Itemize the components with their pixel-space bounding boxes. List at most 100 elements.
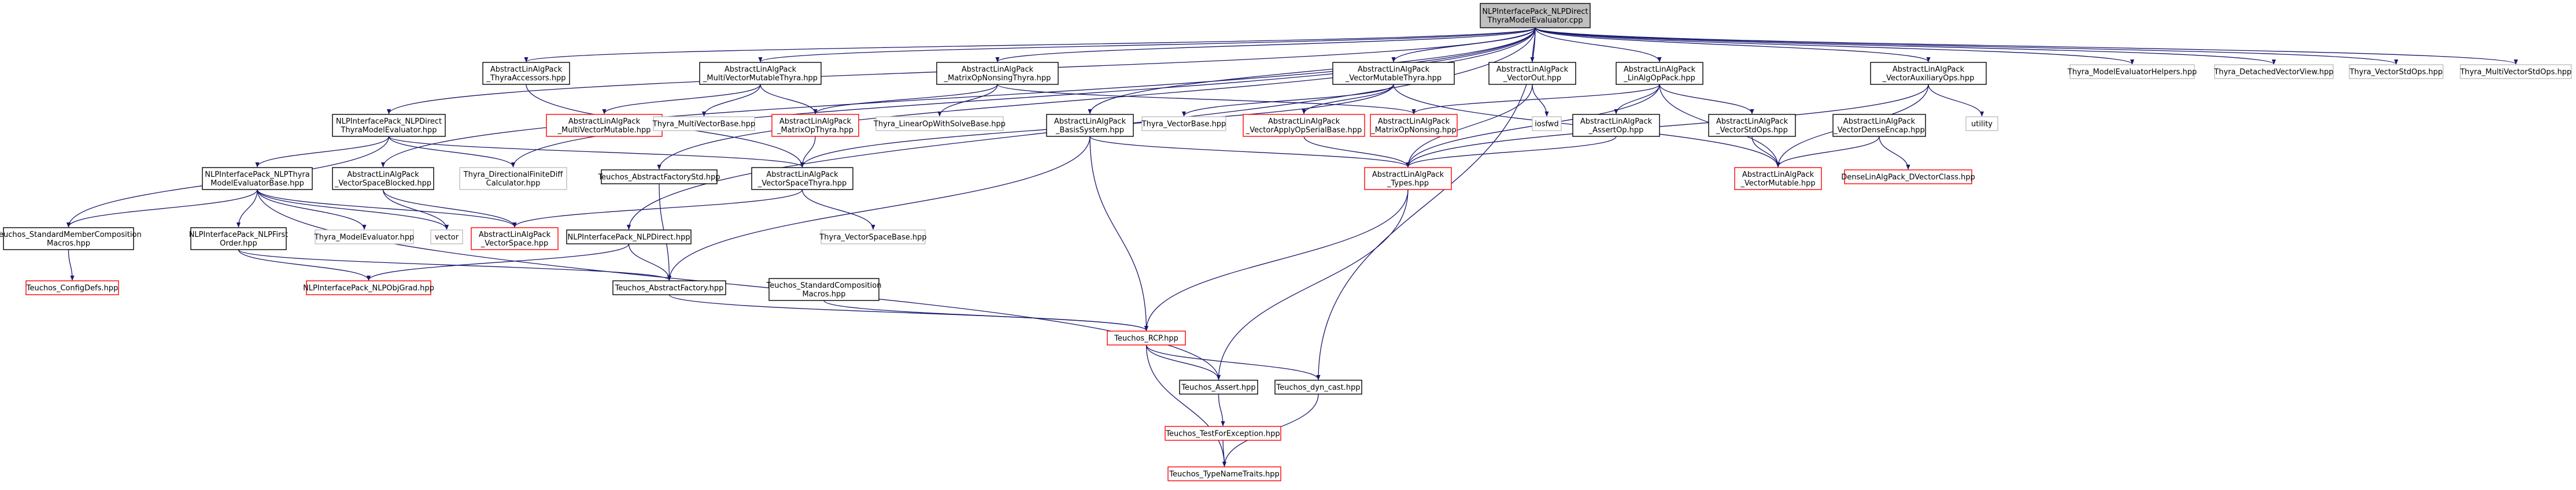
- node-label: AbstractLinAlgPack: [1742, 170, 1814, 179]
- node-label: _VectorMutable.hpp: [1740, 179, 1815, 188]
- node-label: Teuchos_AbstractFactory.hpp: [615, 284, 724, 293]
- graph-node-linAlgOpPack[interactable]: AbstractLinAlgPack_LinAlgOpPack.hpp: [1616, 62, 1703, 85]
- graph-node-nlpThyraMEB[interactable]: NLPInterfacePack_NLPThyraModelEvaluatorB…: [202, 167, 313, 190]
- graph-node-mvMutable[interactable]: AbstractLinAlgPack_MultiVectorMutable.hp…: [546, 114, 663, 137]
- node-label: _LinAlgOpPack.hpp: [1623, 74, 1695, 83]
- graph-node-assertOp[interactable]: AbstractLinAlgPack_AssertOp.hpp: [1572, 114, 1660, 137]
- graph-node-typeNameTraits[interactable]: Teuchos_TypeNameTraits.hpp: [1167, 466, 1281, 481]
- graph-node-mopThyra[interactable]: AbstractLinAlgPack_MatrixOpNonsingThyra.…: [936, 62, 1059, 85]
- node-label: DenseLinAlgPack_DVectorClass.hpp: [1841, 173, 1975, 182]
- graph-node-absFactStd[interactable]: Teuchos_AbstractFactoryStd.hpp: [597, 169, 720, 184]
- graph-node-dvClass[interactable]: DenseLinAlgPack_DVectorClass.hpp: [1841, 169, 1975, 184]
- node-label: Thyra_MultiVectorBase.hpp: [652, 120, 755, 129]
- node-label: ThyraModelEvaluator.hpp: [341, 126, 437, 135]
- dependency-edge: [813, 84, 998, 114]
- graph-node-alTypes[interactable]: AbstractLinAlgPack_Types.hpp: [1364, 167, 1452, 190]
- node-label: AbstractLinAlgPack: [568, 117, 641, 126]
- node-box: [751, 167, 853, 190]
- graph-node-vsThyra[interactable]: AbstractLinAlgPack_VectorSpaceThyra.hpp: [751, 167, 853, 190]
- graph-node-vectorSpace[interactable]: AbstractLinAlgPack_VectorSpace.hpp: [471, 227, 559, 250]
- graph-node-stdMemberComp[interactable]: Teuchos_StandardMemberCompositionMacros.…: [0, 227, 142, 250]
- node-box: [202, 167, 313, 190]
- dependency-edge: [1303, 136, 1410, 168]
- node-label: _MatrixOpNonsingThyra.hpp: [944, 74, 1051, 83]
- node-label: Teuchos_dyn_cast.hpp: [1276, 384, 1360, 392]
- graph-node-mvmThyra[interactable]: AbstractLinAlgPack_MultiVectorMutableThy…: [699, 62, 822, 85]
- graph-node-matOpNonsing[interactable]: AbstractLinAlgPack_MatrixOpNonsing.hpp: [1370, 114, 1458, 137]
- node-label: _VectorApplyOpSerialBase.hpp: [1246, 126, 1362, 135]
- node-label: _VectorAuxiliaryOps.hpp: [1882, 74, 1975, 83]
- node-label: NLPInterfacePack_NLPDirect: [1482, 8, 1588, 16]
- graph-node-assert[interactable]: Teuchos_Assert.hpp: [1179, 380, 1258, 395]
- graph-node-vectorOut[interactable]: AbstractLinAlgPack_VectorOut.hpp: [1488, 62, 1576, 85]
- dependency-edge: [1145, 344, 1221, 380]
- graph-node-nlpDirect[interactable]: NLPInterfacePack_NLPDirect.hpp: [566, 229, 692, 244]
- graph-node-vectorMutable[interactable]: AbstractLinAlgPack_VectorMutable.hpp: [1734, 167, 1822, 190]
- node-label: Macros.hpp: [47, 239, 90, 248]
- node-box: [2460, 64, 2572, 79]
- dependency-edge: [1406, 84, 1929, 168]
- graph-node-basisSystem[interactable]: AbstractLinAlgPack_BasisSystem.hpp: [1046, 114, 1134, 137]
- graph-node-dynCast[interactable]: Teuchos_dyn_cast.hpp: [1274, 380, 1362, 395]
- node-label: AbstractLinAlgPack: [1268, 117, 1340, 126]
- dependency-edge: [238, 249, 671, 281]
- node-box: [1046, 114, 1134, 137]
- node-label: Thyra_VectorSpaceBase.hpp: [819, 233, 926, 242]
- graph-node-vsBlocked[interactable]: AbstractLinAlgPack_VectorSpaceBlocked.hp…: [332, 167, 434, 190]
- node-label: Teuchos_RCP.hpp: [1114, 335, 1178, 343]
- graph-node-configDefs[interactable]: Teuchos_ConfigDefs.hpp: [25, 280, 119, 295]
- graph-node-rcp[interactable]: Teuchos_RCP.hpp: [1107, 331, 1186, 346]
- graph-node-root[interactable]: NLPInterfacePack_NLPDirectThyraModelEval…: [1480, 3, 1591, 28]
- graph-node-detachedView: Thyra_DetachedVectorView.hpp: [2213, 64, 2334, 79]
- node-label: NLPInterfacePack_NLPObjGrad.hpp: [303, 284, 434, 293]
- node-label: _VectorDenseEncap.hpp: [1833, 126, 1925, 135]
- node-box: [2349, 64, 2444, 79]
- node-label: NLPInterfacePack_NLPFirst: [189, 231, 289, 239]
- graph-node-vecApplyOp[interactable]: AbstractLinAlgPack_VectorApplyOpSerialBa…: [1243, 114, 1365, 137]
- dependency-edge: [1614, 84, 1660, 114]
- node-label: Teuchos_StandardMemberComposition: [0, 231, 142, 239]
- dependency-edge: [1535, 27, 2398, 65]
- graph-node-utility: utility: [1965, 116, 1998, 131]
- graph-node-vmThyra[interactable]: AbstractLinAlgPack_VectorMutableThyra.hp…: [1332, 62, 1455, 85]
- dependency-edge: [257, 189, 517, 228]
- dependency-edge: [511, 27, 1536, 168]
- node-label: iosfwd: [1535, 120, 1559, 129]
- node-box: [1107, 331, 1186, 346]
- dependency-edge: [1316, 27, 1536, 380]
- dependency-edge: [1089, 136, 1410, 168]
- node-label: AbstractLinAlgPack: [1378, 117, 1450, 126]
- graph-node-testForExc[interactable]: Teuchos_TestForException.hpp: [1165, 426, 1281, 441]
- graph-node-vecDenseEncap[interactable]: AbstractLinAlgPack_VectorDenseEncap.hpp: [1832, 114, 1926, 137]
- node-box: [1708, 114, 1796, 137]
- graph-node-vecStdOpsAL[interactable]: AbstractLinAlgPack_VectorStdOps.hpp: [1708, 114, 1796, 137]
- dependency-edge: [1535, 27, 2518, 65]
- graph-node-meHelpers: Thyra_ModelEvaluatorHelpers.hpp: [2067, 64, 2197, 79]
- node-label: AbstractLinAlgPack: [779, 117, 852, 126]
- node-label: AbstractLinAlgPack: [1372, 170, 1444, 179]
- graph-node-matOpThyra[interactable]: AbstractLinAlgPack_MatrixOpThyra.hpp: [771, 114, 859, 137]
- dependency-edge: [66, 189, 258, 228]
- node-box: [190, 227, 287, 250]
- dependency-edge: [1406, 136, 1617, 168]
- node-label: Teuchos_TypeNameTraits.hpp: [1169, 470, 1280, 479]
- graph-node-thyraME: Thyra_ModelEvaluator.hpp: [314, 229, 414, 244]
- graph-node-nlpObjGrad[interactable]: NLPInterfacePack_NLPObjGrad.hpp: [303, 280, 434, 295]
- node-label: NLPInterfacePack_NLPThyra: [205, 170, 309, 179]
- node-label: _BasisSystem.hpp: [1055, 126, 1124, 135]
- dependency-edge: [1302, 84, 1394, 114]
- graph-node-thyraAccessors[interactable]: AbstractLinAlgPack_ThyraAccessors.hpp: [482, 62, 570, 85]
- graph-node-vecAux[interactable]: AbstractLinAlgPack_VectorAuxiliaryOps.hp…: [1870, 62, 1987, 85]
- dependency-edge: [1928, 84, 1984, 117]
- graph-node-nlpDirectTME[interactable]: NLPInterfacePack_NLPDirectThyraModelEval…: [332, 114, 446, 137]
- node-label: Macros.hpp: [803, 290, 846, 299]
- graph-node-absFactory[interactable]: Teuchos_AbstractFactory.hpp: [612, 280, 726, 295]
- dependency-edge: [801, 189, 875, 230]
- node-box: [821, 229, 926, 244]
- node-box: [1572, 114, 1660, 137]
- graph-node-vector: vector: [430, 229, 463, 244]
- dependency-edge: [257, 189, 367, 230]
